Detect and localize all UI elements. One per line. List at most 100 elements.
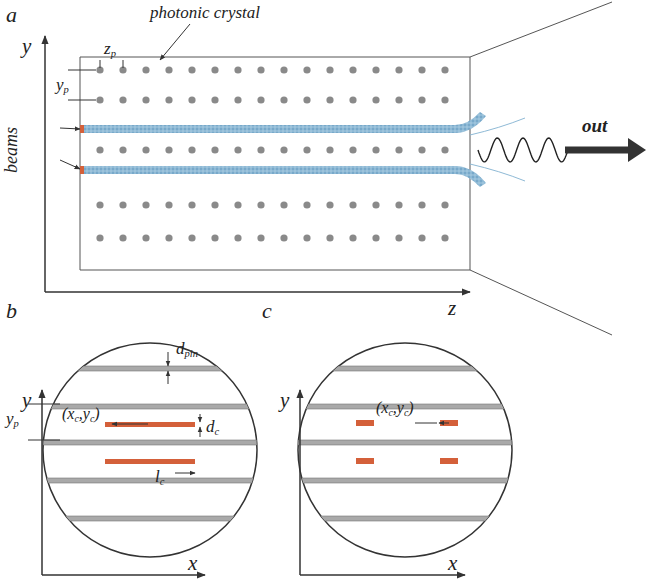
pin [280, 201, 287, 208]
pin [326, 66, 333, 73]
pin [142, 66, 149, 73]
dim-arrow [200, 427, 201, 437]
pin [441, 234, 448, 241]
pin [234, 201, 241, 208]
pin [349, 146, 356, 153]
pin [372, 201, 379, 208]
pin [234, 66, 241, 73]
pin [142, 96, 149, 103]
rod [356, 420, 374, 426]
beam [83, 112, 486, 133]
leader [112, 424, 148, 425]
beam [83, 166, 486, 187]
pin [372, 146, 379, 153]
source [80, 166, 84, 174]
pin [211, 146, 218, 153]
output-wave [478, 138, 568, 162]
pin [188, 146, 195, 153]
pin [395, 96, 402, 103]
pin [165, 146, 172, 153]
subscript: p [111, 48, 116, 59]
subscript: c [74, 413, 78, 424]
tick [28, 440, 60, 441]
pin [211, 96, 218, 103]
source [80, 125, 84, 133]
leader [439, 423, 449, 424]
pin [395, 66, 402, 73]
pin [142, 234, 149, 241]
pin [372, 66, 379, 73]
axis [41, 390, 43, 575]
pin [441, 66, 448, 73]
pin [303, 234, 310, 241]
pin [96, 201, 103, 208]
axis [299, 390, 301, 575]
axis [44, 36, 46, 292]
output-label: out [582, 116, 607, 135]
rod [440, 458, 458, 464]
pin [142, 146, 149, 153]
axis [300, 574, 465, 576]
pin [349, 96, 356, 103]
rod [440, 420, 458, 426]
pin [303, 201, 310, 208]
pin [326, 96, 333, 103]
part-name: beams [2, 127, 20, 173]
pin [165, 96, 172, 103]
leader [160, 24, 190, 60]
pin [165, 66, 172, 73]
leader [415, 423, 437, 424]
axis [42, 574, 205, 576]
dimension: zp [104, 40, 116, 60]
pin [234, 234, 241, 241]
part-name: photonic crystal [150, 4, 260, 21]
pin [119, 234, 126, 241]
dimension: yp [56, 76, 69, 96]
pin [395, 201, 402, 208]
subscript: c [404, 407, 408, 418]
axis-label: y [22, 36, 31, 57]
panel-letter: c [262, 300, 272, 322]
subscript: c [388, 407, 392, 418]
pin [142, 201, 149, 208]
pin [188, 234, 195, 241]
axis-label: y [22, 390, 31, 411]
pin [165, 201, 172, 208]
pin [418, 234, 425, 241]
axis-label: y [280, 390, 289, 411]
leader [60, 128, 80, 129]
pin [211, 234, 218, 241]
pin [395, 146, 402, 153]
dimension: lc [155, 468, 164, 488]
pin [303, 66, 310, 73]
pin [280, 66, 287, 73]
pin [119, 96, 126, 103]
pin [234, 146, 241, 153]
pin [96, 234, 103, 241]
pin [188, 66, 195, 73]
pin [418, 201, 425, 208]
axis-label: z [448, 298, 456, 319]
tick [28, 404, 60, 405]
rod [105, 422, 195, 427]
pin [349, 201, 356, 208]
pin [96, 96, 103, 103]
leader [60, 160, 80, 169]
pin [96, 146, 103, 153]
pin [119, 146, 126, 153]
pin [349, 66, 356, 73]
pin [418, 146, 425, 153]
panel-letter: b [6, 300, 17, 322]
dimension: dc [206, 418, 219, 438]
pin [188, 201, 195, 208]
pin [280, 96, 287, 103]
pin [188, 96, 195, 103]
zoom-line [470, 270, 612, 335]
pin [349, 234, 356, 241]
pin [372, 234, 379, 241]
pin [211, 201, 218, 208]
pin [418, 96, 425, 103]
pin-lattice [96, 66, 448, 241]
pin [326, 146, 333, 153]
